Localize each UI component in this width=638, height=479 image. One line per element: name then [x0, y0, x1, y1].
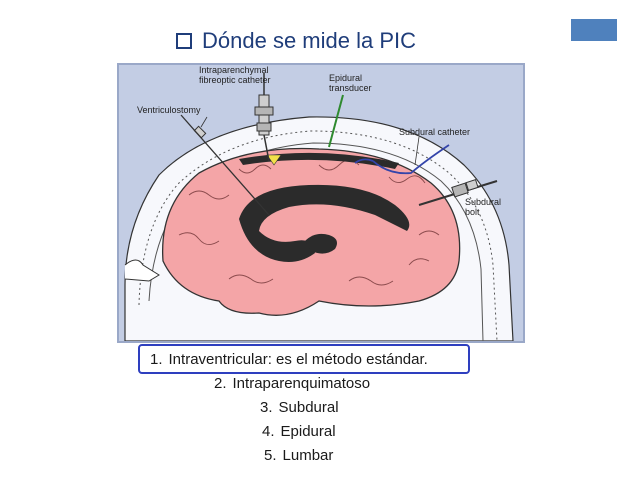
- list-item: 4. Epidural: [262, 423, 336, 440]
- list-item: 2. Intraparenquimatoso: [214, 375, 370, 392]
- list-item-number: 4.: [262, 423, 275, 440]
- label-subdural-bolt-2: bolt: [465, 207, 480, 217]
- list-item: 5. Lumbar: [264, 447, 333, 464]
- brain-shape: [161, 147, 461, 316]
- epidural-transducer: [328, 94, 344, 148]
- label-epidural-1: Epidural: [329, 73, 362, 83]
- label-ventriculostomy: Ventriculostomy: [137, 105, 201, 115]
- ventricle-small: [305, 233, 337, 254]
- epidural-marker: [266, 154, 282, 166]
- label-epidural-2: transducer: [329, 83, 372, 93]
- ventriculostomy-needle: [180, 114, 270, 216]
- list-item-number: 2.: [214, 375, 227, 392]
- list-item-text: Epidural: [280, 423, 336, 440]
- label-intraparenchymal-1: Intraparenchymal: [199, 65, 269, 75]
- list-item-number: 5.: [264, 447, 277, 464]
- brain-illustration: Intraparenchymal fibreoptic catheter Epi…: [124, 65, 514, 341]
- subdural-catheter: [372, 144, 450, 175]
- subdural-bolt: [418, 179, 498, 206]
- label-leaders: [200, 116, 420, 166]
- list-item-text: Subdural: [278, 399, 339, 416]
- list-item-text: Lumbar: [282, 447, 334, 464]
- list-item-text: Intraventricular: es el método estándar.: [168, 351, 428, 368]
- highlight-box: [138, 344, 470, 374]
- label-subdural-catheter: Subdural catheter: [399, 127, 470, 137]
- label-intraparenchymal-2: fibreoptic catheter: [199, 75, 271, 85]
- label-subdural-bolt-1: Subdural: [465, 197, 501, 207]
- list-item-number: 3.: [260, 399, 273, 416]
- list-item: 3. Subdural: [260, 399, 339, 416]
- decorative-square: [571, 19, 617, 41]
- skull-dots: [138, 130, 498, 341]
- list-item-number: 1.: [150, 351, 163, 368]
- slide-title: Dónde se mide la PIC: [176, 26, 416, 56]
- checkbox-bullet-icon: [176, 33, 192, 49]
- brain-diagram: Intraparenchymal fibreoptic catheter Epi…: [117, 63, 525, 343]
- intraparenchymal-catheter: [254, 73, 274, 162]
- face-profile: [124, 259, 160, 282]
- list-item: 1. Intraventricular: es el método estánda…: [150, 351, 428, 368]
- slide-title-text: Dónde se mide la PIC: [202, 28, 416, 53]
- ventricle-shape: [239, 184, 410, 262]
- list-item-text: Intraparenquimatoso: [232, 375, 371, 392]
